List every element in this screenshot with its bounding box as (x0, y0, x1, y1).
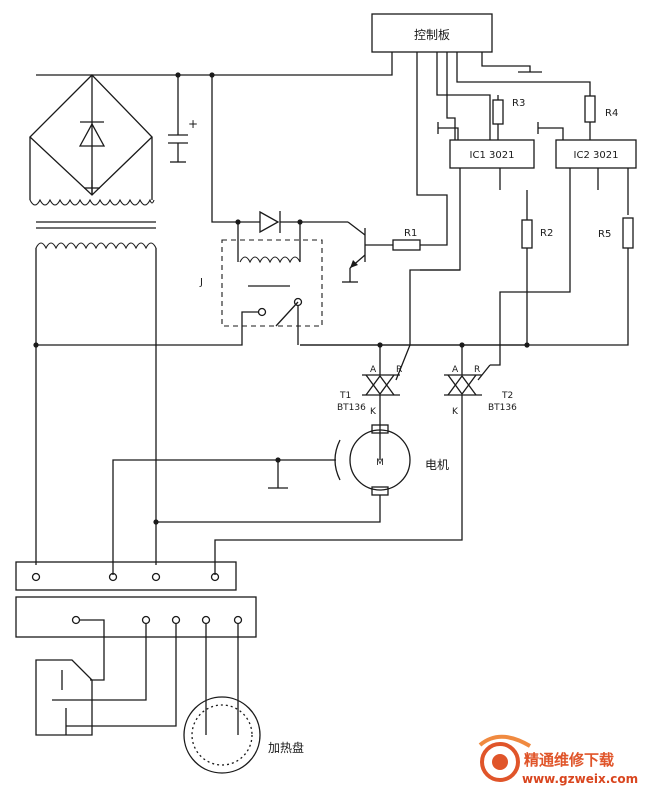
capacitor-plus-label: + (188, 117, 198, 131)
t1-cathode-label: K (370, 407, 377, 417)
motor-label: 电机 (425, 458, 449, 472)
watermark-logo: 精通维修下载 www.gzweix.com (478, 734, 638, 786)
resistor-R2: R2 (521, 190, 553, 345)
R4-label: R4 (605, 108, 618, 119)
motor: M 电机 (112, 424, 449, 575)
ic1-label: IC1 3021 (470, 150, 515, 161)
watermark-url: www.gzweix.com (522, 772, 638, 786)
R5-label: R5 (598, 229, 611, 240)
t2-anode-label: A (452, 365, 459, 375)
ac-bus (300, 342, 527, 348)
t2-model-label: BT136 (488, 403, 517, 413)
filter-capacitor: + (168, 72, 198, 163)
t1-gate-label: R (396, 365, 402, 375)
motor-symbol: M (376, 458, 384, 468)
ic2-label: IC2 3021 (574, 150, 619, 161)
transformer (29, 198, 157, 565)
R2-label: R2 (540, 228, 553, 239)
t2-cathode-label: K (452, 407, 459, 417)
control-board: 控制板 (371, 13, 493, 53)
t1-model-label: BT136 (337, 403, 366, 413)
R1-label: R1 (404, 228, 417, 239)
t1-anode-label: A (370, 365, 377, 375)
triac-T1: A R T1 BT136 K (337, 269, 460, 460)
watermark-text: 精通维修下载 (524, 751, 614, 769)
relay-label: J (199, 277, 203, 288)
resistor-R3: R3 (492, 95, 525, 140)
transistor (342, 221, 393, 283)
resistor-R4: R4 (584, 95, 618, 140)
terminal-block-upper (15, 561, 237, 591)
bridge-rectifier (29, 74, 153, 200)
control-board-wires (36, 52, 591, 246)
ic1-optocoupler: IC1 3021 (420, 122, 535, 271)
t1-label: T1 (339, 391, 351, 401)
heater-label: 加热盘 (268, 740, 304, 755)
t2-gate-label: R (474, 365, 480, 375)
terminal-block-lower (15, 596, 257, 727)
t2-label: T2 (501, 391, 513, 401)
relay-circuit: J (33, 72, 348, 348)
control-board-label: 控制板 (414, 28, 450, 42)
triac-T2: A R T2 BT136 K (214, 345, 517, 575)
resistor-R5: R5 (300, 217, 634, 348)
ic2-optocoupler: IC2 3021 (490, 122, 637, 366)
R3-label: R3 (512, 98, 525, 109)
thermostat-switch (35, 659, 93, 736)
heating-plate: 加热盘 (183, 696, 304, 774)
resistor-R1: R1 (392, 228, 421, 251)
